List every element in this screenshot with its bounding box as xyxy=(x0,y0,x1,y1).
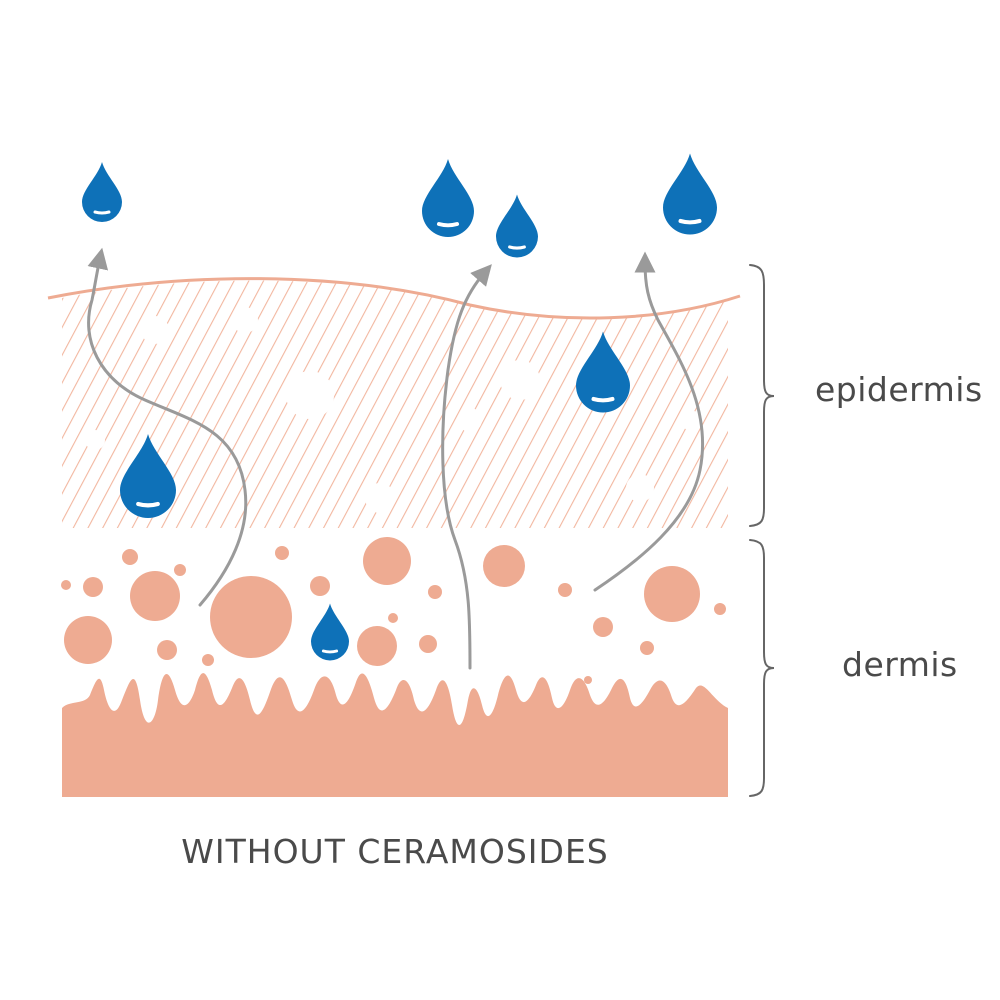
water-drop-icon xyxy=(422,159,474,237)
brace-icon xyxy=(749,264,775,527)
water-drop-icon xyxy=(663,154,717,235)
skin-surface-line xyxy=(47,277,741,320)
brackets xyxy=(749,264,775,797)
dermis-base xyxy=(62,673,728,797)
water-drop-icon xyxy=(82,160,122,224)
diagram-caption: WITHOUT CERAMOSIDES xyxy=(181,832,609,871)
evaporation-arrow-icon xyxy=(87,247,248,607)
evaporation-arrow-icon xyxy=(593,251,705,592)
epidermis-label: epidermis xyxy=(815,370,983,409)
dermis-cells xyxy=(61,537,726,684)
brace-icon xyxy=(749,539,775,797)
evaporation-arrow-icon xyxy=(441,264,492,670)
water-drop-icon xyxy=(496,192,538,260)
evaporation-arrows xyxy=(87,247,705,670)
dermis-label: dermis xyxy=(842,645,958,684)
water-drop-icon xyxy=(311,601,349,663)
